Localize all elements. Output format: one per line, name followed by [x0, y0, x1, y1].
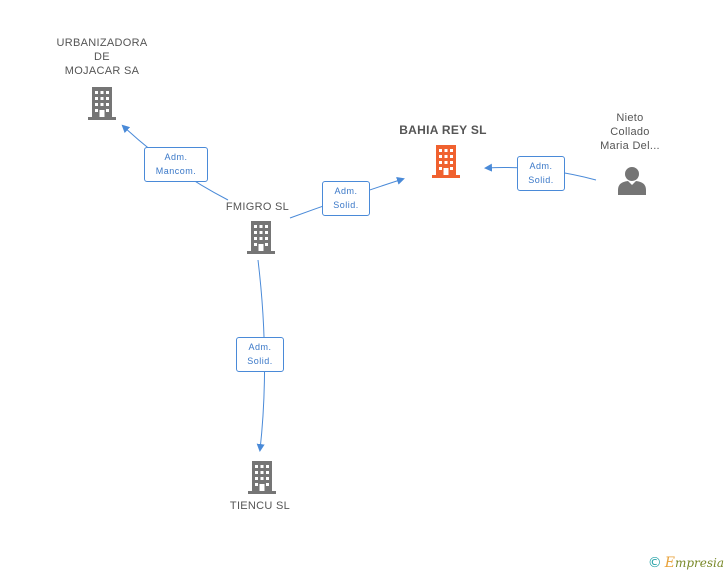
building-icon[interactable] [430, 143, 462, 179]
edge-label-fmigro-urbanizadora[interactable]: Adm. Mancom. [144, 147, 208, 182]
node-label-urbanizadora[interactable]: URBANIZADORA DE MOJACAR SA [56, 37, 148, 77]
node-label-bahia-rey[interactable]: BAHIA REY SL [399, 123, 487, 137]
empresia-logo: Empresia [664, 555, 724, 571]
person-icon[interactable] [616, 165, 648, 195]
building-icon[interactable] [86, 85, 118, 121]
empresia-watermark: © Empresia [648, 555, 724, 571]
edge-label-fmigro-tiencu[interactable]: Adm. Solid. [236, 337, 284, 372]
building-icon[interactable] [246, 459, 278, 495]
building-icon[interactable] [245, 219, 277, 255]
edge-label-fmigro-bahia[interactable]: Adm. Solid. [322, 181, 370, 216]
node-label-tiencu[interactable]: TIENCU SL [229, 500, 291, 512]
copyright-symbol: © [647, 555, 662, 571]
node-label-nieto[interactable]: Nieto Collado Maria Del... [600, 112, 660, 152]
node-label-fmigro[interactable]: FMIGRO SL [225, 201, 290, 213]
edge-label-nieto-bahia[interactable]: Adm. Solid. [517, 156, 565, 191]
